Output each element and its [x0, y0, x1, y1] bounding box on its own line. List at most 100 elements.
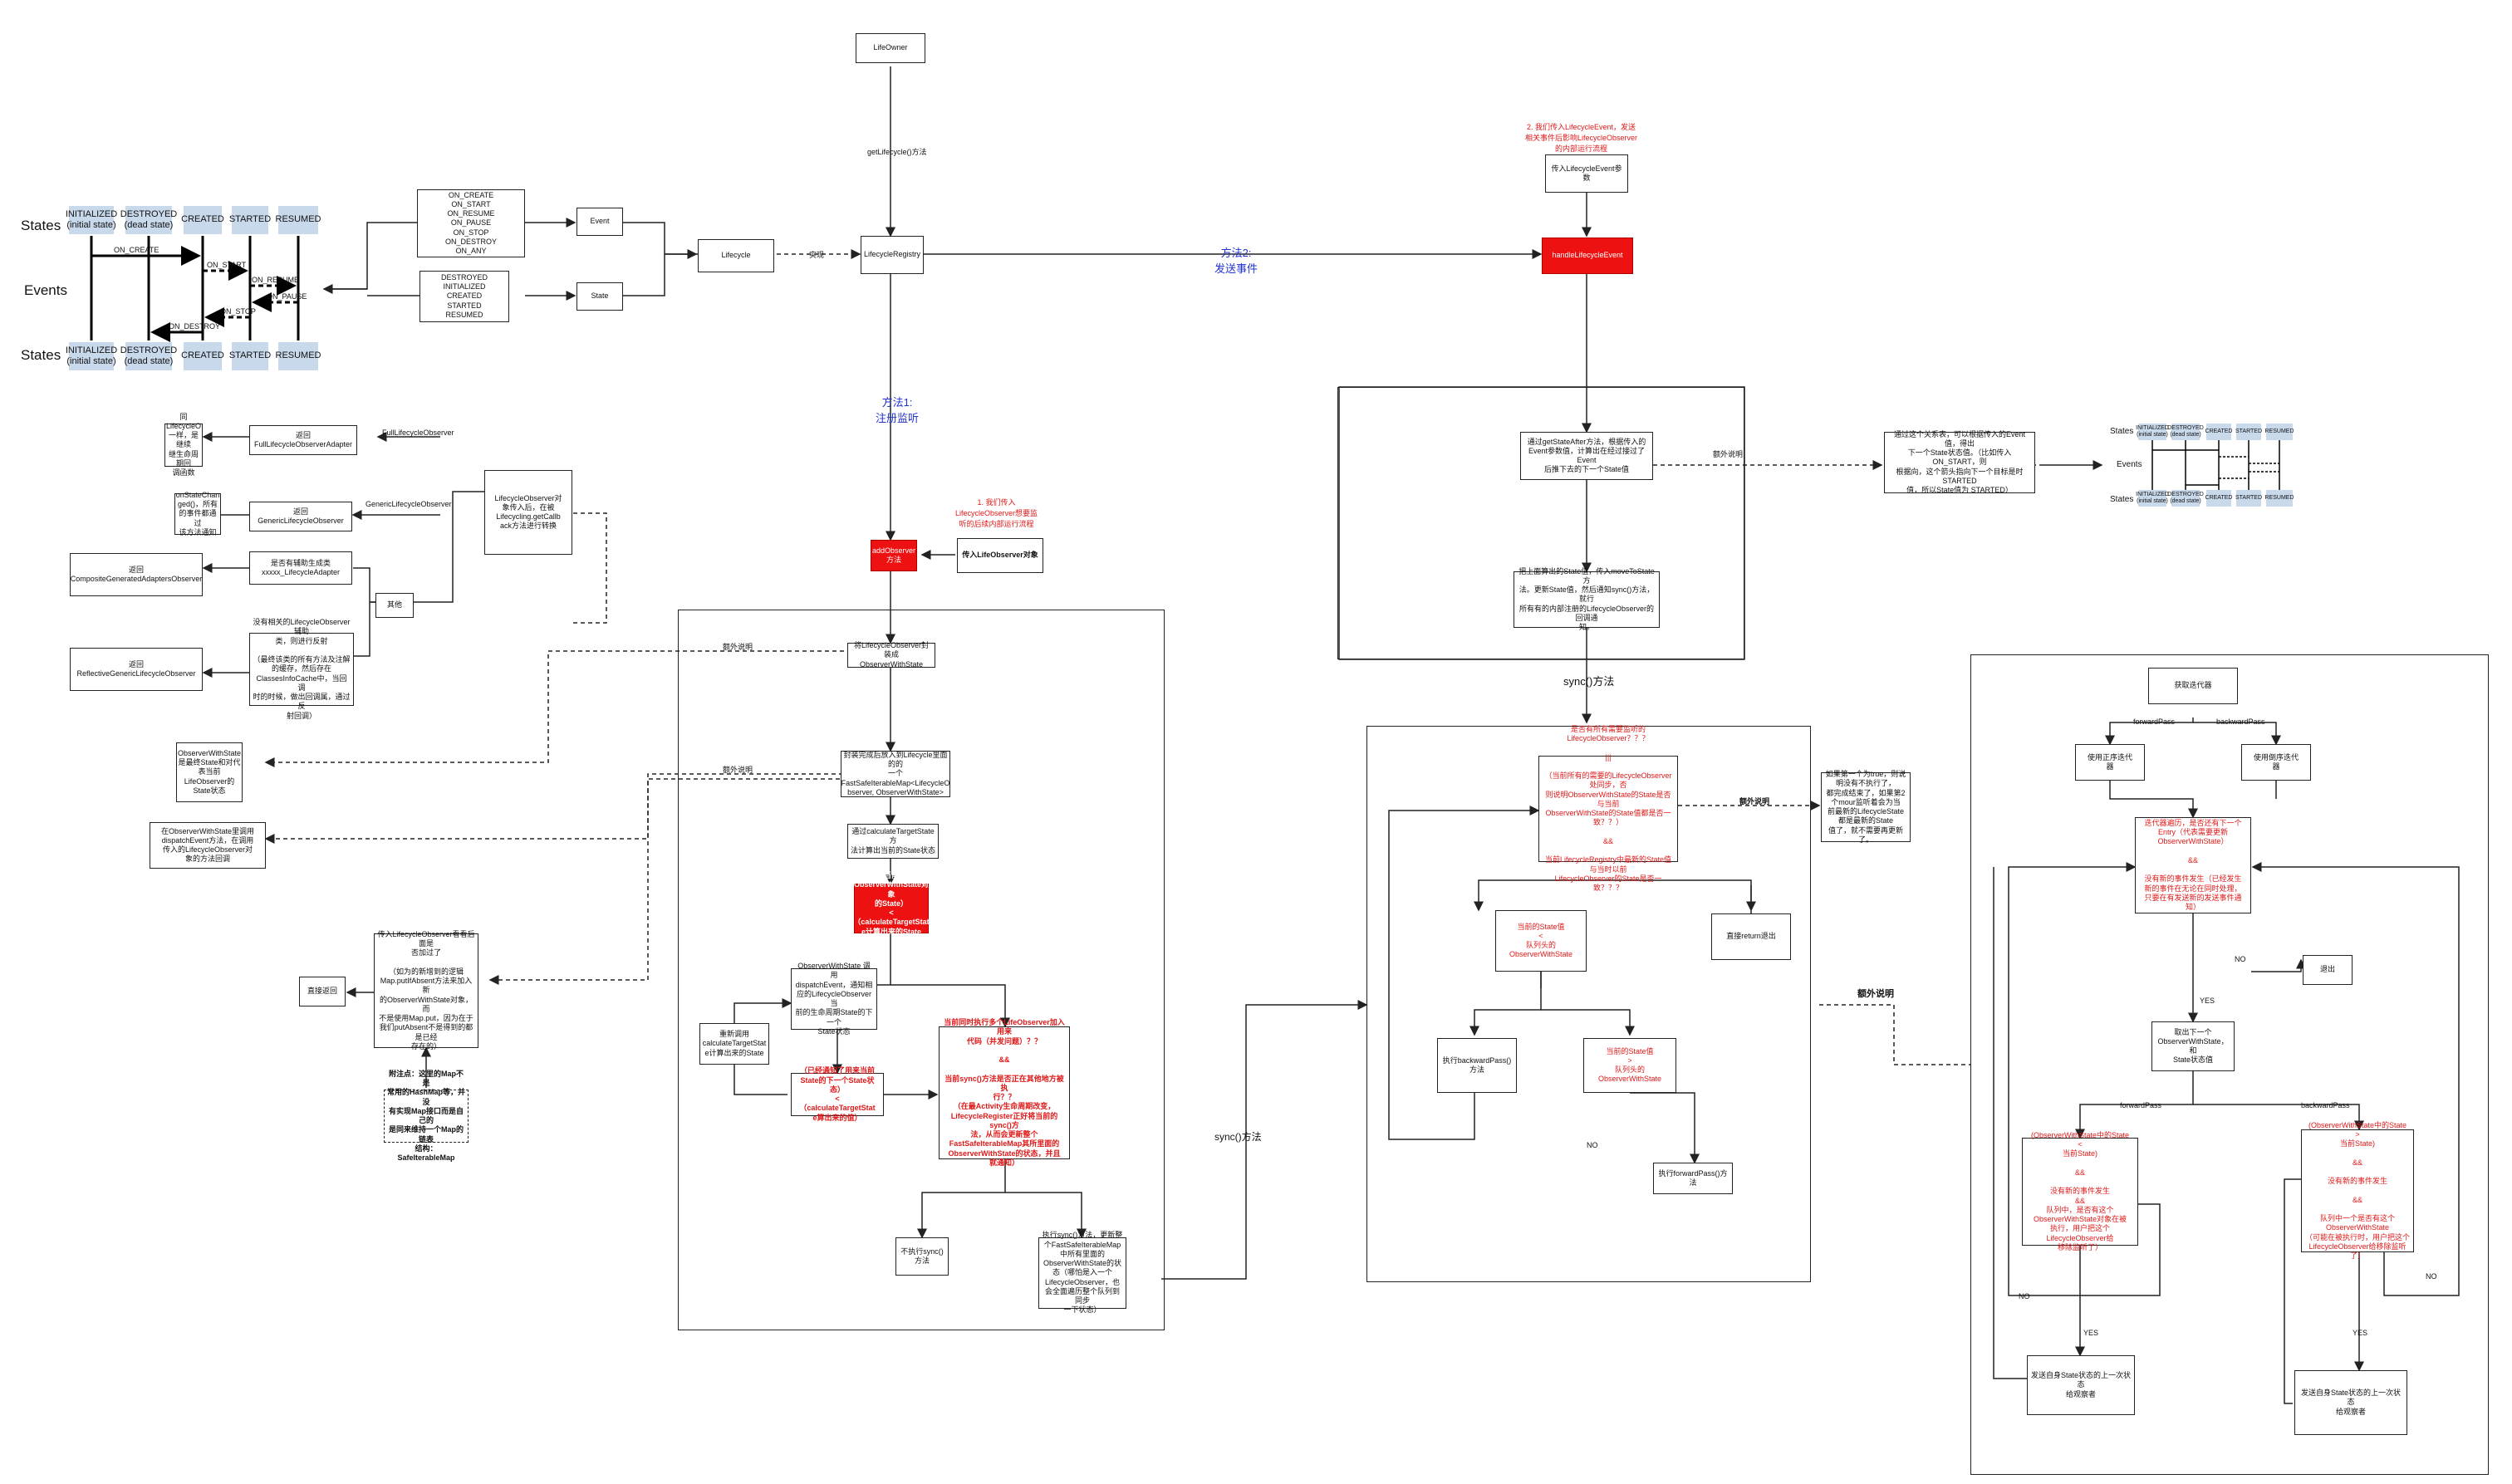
node-no-adapter: 没有相关的LifecycleObserver辅助 类，则进行反射 （最终该类的所… — [249, 618, 354, 720]
label-fwd-yes: YES — [2083, 1329, 2099, 1337]
node-composite: 返回 CompositeGeneratedAdaptersObserver — [70, 553, 203, 596]
label-method-2: 方法2: 发送事件 — [1214, 247, 1258, 275]
node-generic-return: 返回 GenericLifecycleObserver — [249, 502, 352, 531]
state-created-top: CREATED — [181, 206, 224, 234]
state-started-bottom: STARTED — [229, 342, 271, 370]
node-state-list: DESTROYED INITIALIZED CREATED STARTED RE… — [419, 271, 509, 322]
node-bwd-send: 发送自身State状态的上一次状态 给观察者 — [2294, 1370, 2407, 1435]
note-red-2: 2. 我们传入LifecycleEvent，发送 相关事件后影响Lifecycl… — [1525, 123, 1638, 153]
node-dispatch-note: 在ObserverWithState里调用 dispatchEvent方法，在调… — [150, 822, 266, 869]
node-ows-note: ObserverWithState 是最终State和对代 表当前 LifeOb… — [176, 742, 243, 802]
node-recalc: 重新调用 calculateTargetStat e计算出来的State — [699, 1023, 769, 1065]
states-label-top: States — [21, 218, 61, 233]
node-fwd-cond: (ObserverWithState中的State < 当前State) && … — [2022, 1131, 2138, 1251]
state-started-top: STARTED — [229, 206, 271, 234]
lifecycle-states-diagram: States Events States INITIALIZED (initia… — [21, 203, 324, 374]
node-return-direct: 直接返回 — [299, 977, 346, 1006]
label-sync-1: sync()方法 — [1563, 675, 1615, 688]
label-generic-observer: GenericLifecycleObserver — [366, 500, 452, 508]
label-get-lifecycle: getLifecycle()方法 — [867, 148, 927, 156]
event-on-pause: ON_PAUSE — [267, 292, 307, 301]
node-lifecycle-registry: LifecycleRegistry — [861, 236, 924, 274]
node-get-state-after: 通过getStateAfter方法，根据传入的 Event参数值，计算出在经过接… — [1520, 432, 1653, 480]
label-full-observer: FullLifecycleObserver — [382, 429, 454, 437]
node-pass-observer: 传入LifeObserver对象 — [957, 538, 1043, 573]
node-cur-lt: 当前的State值 < 队列头的 ObserverWithState — [1495, 910, 1587, 972]
node-not-sync: 不执行sync() 方法 — [895, 1237, 949, 1276]
node-cur-gt: 当前的State值 > 队列头的ObserverWithState — [1583, 1038, 1676, 1093]
event-on-start: ON_START — [207, 261, 247, 269]
label-backward-pass: backwardPass — [2216, 718, 2265, 726]
event-on-resume: ON_RESUME — [252, 276, 300, 284]
event-on-stop: ON_STOP — [220, 307, 256, 316]
label-sync-2: sync()方法 — [1214, 1131, 1262, 1143]
node-reflective: 返回 ReflectiveGenericLifecycleObserver — [70, 648, 203, 691]
node-return-directly: 直接return退出 — [1711, 913, 1791, 960]
event-on-destroy: ON_DESTROY — [169, 322, 221, 331]
node-lifecycle: Lifecycle — [698, 239, 774, 272]
node-lifeowner: LifeOwner — [856, 33, 925, 63]
frame-note-4: 额外说明 — [1857, 989, 1894, 999]
node-pass-event: 传入LifecycleEvent参数 — [1545, 154, 1628, 193]
node-handle-event: handleLifecycleEvent — [1542, 238, 1633, 274]
node-bwd-cond: (ObserverWithState中的State > 当前State) && … — [2301, 1121, 2414, 1260]
node-lco-adapter-note: LifecycleObserver对 象传入后，在被 Lifecycling.g… — [484, 470, 572, 555]
frame-sync — [1366, 726, 1811, 1282]
node-add-observer: addObserver 方法 — [871, 540, 917, 571]
state-resumed-bottom: RESUMED — [276, 342, 321, 370]
node-exit: 退出 — [2303, 955, 2353, 985]
node-move-to-state: 把上面算出的State值，传入moveToState方 法。更新State值，然… — [1514, 567, 1660, 631]
label-method-1: 方法1: 注册监听 — [876, 396, 920, 424]
state-transition-arrows — [90, 236, 300, 342]
mini-state-created-top: CREATED — [2205, 424, 2232, 440]
node-sync-note: 如果第一个为true，则说明没有不执行了， 都完成结束了，如果第2个mour监听… — [1821, 770, 1911, 844]
state-created-bottom: CREATED — [181, 342, 224, 370]
node-event: Event — [576, 208, 623, 236]
frame-note-1: 额外说明 — [723, 643, 753, 651]
state-destroyed-top: DESTROYED (dead state) — [120, 206, 177, 234]
frame-forward-backward — [1970, 654, 2489, 1475]
node-fwd-send: 发送自身State状态的上一次状态 给观察者 — [2027, 1355, 2135, 1415]
sync-no-label: NO — [1587, 1141, 1598, 1149]
node-full-adapter: 返回 FullLifecycleObserverAdapter — [249, 425, 357, 455]
events-label: Events — [24, 282, 67, 298]
label-bwd-no: NO — [2426, 1272, 2437, 1281]
state-resumed-top: RESUMED — [276, 206, 321, 234]
mini-state-destroyed-bottom: DESTROYED (dead state) — [2167, 490, 2204, 507]
mini-states-diagram: States Events States INITIALIZED (initia… — [2110, 424, 2299, 507]
node-put-map: 封装完成后放入到Lifecycle里面的的 一个FastSafeIterable… — [841, 750, 950, 797]
label-yes-has-next: YES — [2200, 997, 2215, 1005]
label-no-exit: NO — [2235, 955, 2246, 963]
frame-note-2: 额外说明 — [723, 766, 753, 774]
mini-state-initialized-top: INITIALIZED (initial state) — [2136, 424, 2169, 440]
node-wrap-ows: 将LifecycleObserver封装成 ObserverWithState — [847, 641, 935, 669]
node-do-sync: 执行sync()方法，更新整 个FastSafeIterableMap 中所有里… — [1038, 1231, 1126, 1314]
frame-event — [1337, 387, 1744, 659]
mini-states-label-bottom: States — [2110, 495, 2134, 504]
node-desc-iter: 使用倒序迭代 器 — [2241, 744, 2311, 781]
label-fwd-no: NO — [2019, 1292, 2030, 1300]
frame-add-observer — [678, 610, 1165, 1330]
mini-state-resumed-bottom: RESUMED — [2265, 490, 2294, 507]
node-both-note: 同LifecycleO 一样，是继续 继生命周期回 调函数 — [164, 412, 203, 478]
node-cond-1: （当前的 ObserverWithState对象 的State） < （calc… — [853, 871, 930, 945]
node-has-adapter: 是否有辅助生成类 xxxxx_LifecycleAdapter — [249, 551, 352, 585]
node-onstate-note: onStateChan ged()，所有 的事件都通过 该方法通知 — [174, 490, 221, 536]
node-pass-observer-map: 传入LifecycleObserver看看后面是 否加过了 （如为的新增到的逻辑… — [374, 930, 478, 1051]
label-forward-pass: forwardPass — [2133, 718, 2176, 726]
node-dispatch-event: ObserverWithState 调用 dispatchEvent，通知相 应… — [791, 962, 877, 1036]
mini-state-created-bottom: CREATED — [2205, 490, 2232, 507]
mini-state-started-top: STARTED — [2235, 424, 2262, 440]
state-destroyed-bottom: DESTROYED (dead state) — [120, 342, 177, 370]
node-asc-iter: 使用正序迭代 器 — [2075, 744, 2145, 781]
mini-state-destroyed-top: DESTROYED (dead state) — [2167, 424, 2204, 440]
node-forward: 执行forwardPass()方法 — [1653, 1163, 1733, 1194]
label-bwd-yes: YES — [2353, 1329, 2368, 1337]
node-has-next: 迭代器遍历，是否还有下一个 Entry（代表需要更新 ObserverWithS… — [2135, 817, 2251, 913]
label-fwd-pass-branch: forwardPass — [2120, 1101, 2162, 1109]
mini-state-resumed-top: RESUMED — [2265, 424, 2294, 440]
node-event-list: ON_CREATE ON_START ON_RESUME ON_PAUSE ON… — [417, 189, 525, 257]
node-sync-cond: 是否有所有需要监听的LifecycleObserver？？？ ||| （当前所有… — [1538, 725, 1678, 892]
mini-events-label: Events — [2117, 460, 2142, 469]
extra-note: 额外说明 — [1713, 450, 1744, 458]
